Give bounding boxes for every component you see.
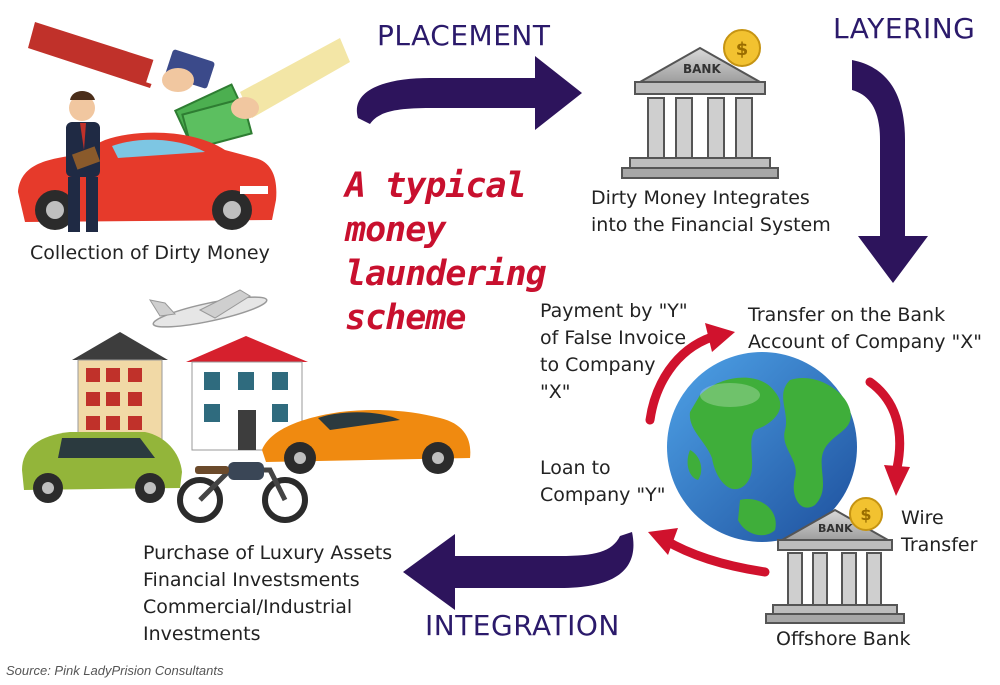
integrates-label: Dirty Money Integrates into the Financia… xyxy=(591,187,831,236)
offshore-bank-image: $ xyxy=(765,497,905,624)
placement-label: PLACEMENT xyxy=(377,19,551,52)
svg-text:$: $ xyxy=(736,39,749,60)
source-caption: Source: Pink LadyPrision Consultants xyxy=(6,663,224,678)
layering-label: LAYERING xyxy=(833,12,976,45)
loan-label: Loan to Company "Y" xyxy=(540,457,666,506)
house-image xyxy=(186,336,308,451)
layering-arrow xyxy=(852,60,928,283)
hand-with-cash-image xyxy=(173,38,350,151)
offshore-label: Offshore Bank xyxy=(776,628,911,650)
bank-sign: BANK xyxy=(683,62,721,76)
green-car-image xyxy=(22,432,182,503)
payment-label: Payment by "Y" of False Invoice to Compa… xyxy=(540,300,688,403)
transfer-label: Transfer on the Bank Account of Company … xyxy=(748,304,983,353)
wire-label: Wire Transfer xyxy=(901,507,978,556)
integration-label: INTEGRATION xyxy=(425,609,620,642)
title-line-2: money xyxy=(345,210,446,250)
businessman-image xyxy=(66,91,101,232)
title-line-4: scheme xyxy=(345,298,466,338)
diagram-title: A typical money laundering scheme xyxy=(345,164,547,340)
collection-label: Collection of Dirty Money xyxy=(30,242,270,264)
bank-image: $ xyxy=(621,29,779,179)
airplane-image xyxy=(148,289,268,328)
red-car-image xyxy=(18,132,277,230)
hand-with-card-image xyxy=(28,22,215,92)
assets-label: Purchase of Luxury Assets Financial Inve… xyxy=(143,542,393,645)
payment-cycle-arrow xyxy=(645,323,735,425)
loan-cycle-arrow xyxy=(648,528,770,577)
title-line-1: A typical xyxy=(345,166,527,206)
offshore-bank-sign: BANK xyxy=(818,522,853,535)
integration-arrow xyxy=(403,532,634,610)
globe-image xyxy=(667,352,857,542)
svg-text:$: $ xyxy=(860,505,871,524)
motorcycle-image xyxy=(177,462,308,523)
title-line-3: laundering xyxy=(345,254,547,294)
wire-cycle-arrow xyxy=(865,377,910,496)
sports-car-image xyxy=(262,410,471,474)
placement-arrow xyxy=(356,56,582,130)
